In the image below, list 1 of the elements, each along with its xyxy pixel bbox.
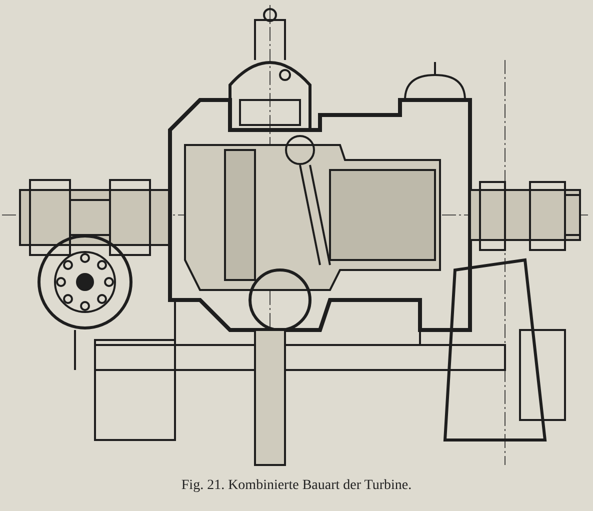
figure-caption: Fig. 21. Kombinierte Bauart der Turbine. bbox=[181, 478, 412, 494]
